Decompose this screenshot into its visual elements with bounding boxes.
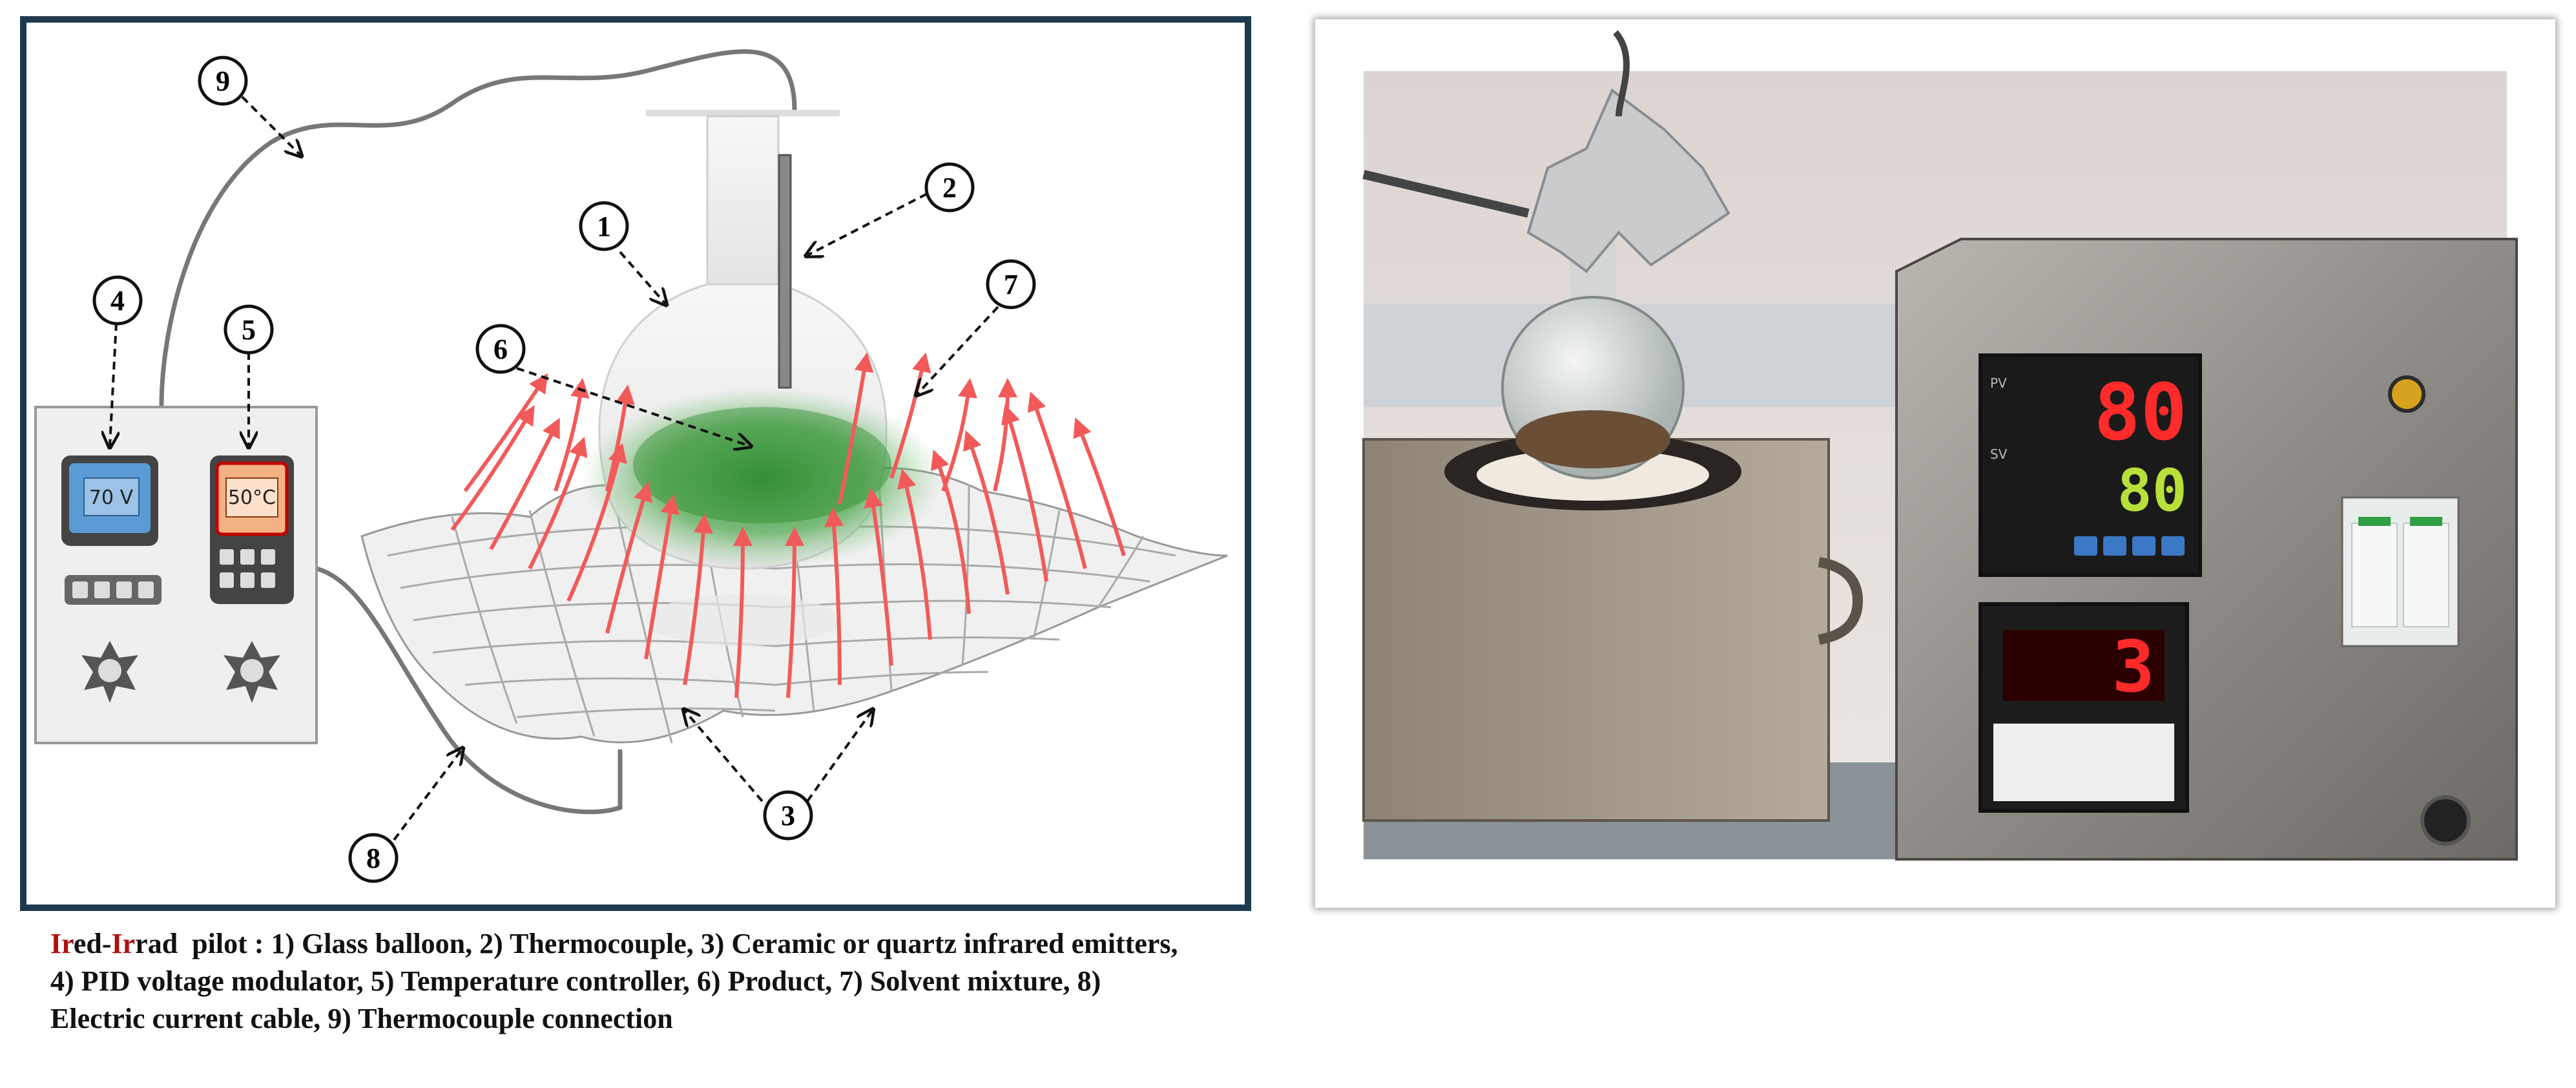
apparatus-photo: PV 80 SV 80 3 [1315, 19, 2555, 908]
knob-icon [223, 641, 280, 703]
leader-9 [241, 96, 300, 155]
leader-3b [806, 711, 872, 802]
svg-text:9: 9 [216, 65, 230, 97]
caption-text: pilot : 1) Glass balloon, 2) Thermocoupl… [50, 928, 1185, 1034]
clamp-stand [1362, 170, 1530, 218]
callout-8: 8 [348, 833, 399, 883]
callout-1: 1 [579, 201, 629, 251]
leader-2 [807, 193, 928, 255]
pv-display: 80 [2094, 368, 2188, 458]
leader-8 [393, 749, 462, 841]
leader-6 [516, 367, 749, 446]
leader-7 [917, 306, 999, 394]
caption-brand-ir2: Ir [111, 928, 136, 959]
svg-text:SV: SV [1990, 446, 2008, 462]
infrared-heater-unit [1362, 433, 1864, 822]
caption-brand-ir1: Ir [50, 928, 74, 959]
thermocouple-connection-cable [159, 49, 797, 408]
circuit-breakers [2341, 496, 2460, 647]
pilot-light [2388, 375, 2425, 413]
callout-5: 5 [223, 304, 274, 355]
svg-text:PV: PV [1990, 375, 2007, 391]
caption-brand-ed: ed- [73, 928, 112, 959]
pid-temperature-controller: PV 80 SV 80 [1979, 353, 2202, 577]
temperature-readout: 50°C [228, 486, 276, 509]
thermocouple-probe [778, 154, 792, 389]
svg-text:7: 7 [1004, 269, 1018, 300]
svg-text:5: 5 [242, 314, 256, 346]
sv-display: 80 [2117, 457, 2187, 525]
caption-brand-rad: rad [135, 928, 178, 959]
svg-text:1: 1 [597, 211, 611, 242]
callout-6: 6 [475, 324, 526, 374]
svg-text:6: 6 [493, 333, 508, 365]
svg-text:8: 8 [366, 842, 380, 874]
electric-current-cable [316, 566, 623, 815]
leader-4 [110, 322, 116, 446]
voltage-display-unit: 3 [1979, 602, 2189, 813]
controller-cabinet: PV 80 SV 80 3 [1895, 238, 2518, 861]
knob-icon [81, 641, 138, 703]
callout-9: 9 [198, 56, 248, 106]
leader-3a [685, 711, 763, 802]
svg-text:3: 3 [781, 800, 795, 832]
figure-caption: Ired-Irrad pilot : 1) Glass balloon, 2) … [50, 925, 1187, 1038]
aluminium-foil [1526, 88, 1730, 273]
callout-7: 7 [986, 259, 1036, 309]
leader-1 [619, 251, 665, 304]
control-box: 70 V 50°C [34, 406, 318, 744]
knob-icon [2420, 795, 2471, 846]
callout-4: 4 [92, 275, 143, 326]
infrared-rays [450, 352, 1126, 698]
svg-text:2: 2 [942, 172, 957, 204]
voltage-display: 3 [2112, 625, 2155, 708]
voltage-readout: 70 V [89, 486, 134, 509]
ired-irrad-schematic: 70 V 50°C 9 1 2 [20, 16, 1251, 911]
callout-3: 3 [763, 790, 813, 841]
svg-text:4: 4 [110, 285, 125, 317]
callout-2: 2 [924, 162, 975, 213]
